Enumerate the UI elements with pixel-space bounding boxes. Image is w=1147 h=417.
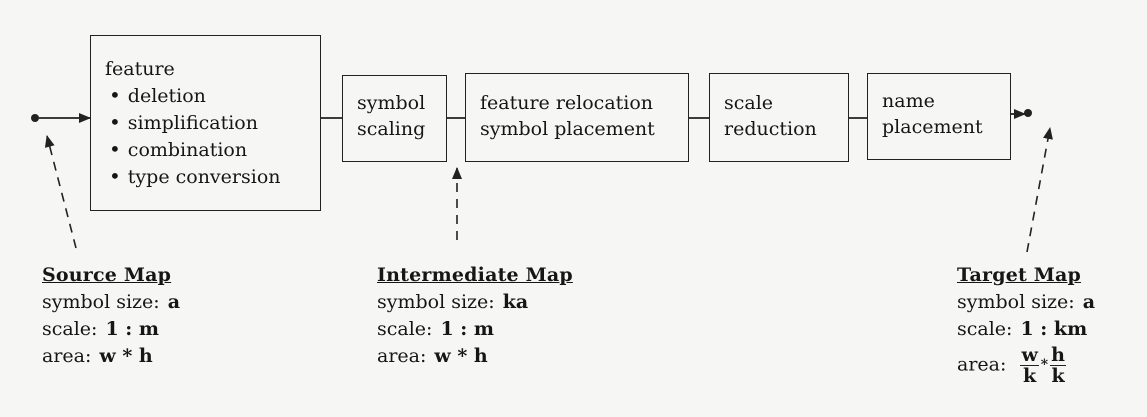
step-feature-box: feature deletion simplification combinat… bbox=[90, 35, 321, 211]
intermediate-symbol-size-row: symbol size: ka bbox=[377, 289, 573, 316]
list-item: type conversion bbox=[105, 163, 306, 190]
value: w * h bbox=[99, 345, 153, 367]
list-item: combination bbox=[105, 136, 306, 163]
fraction-numerator: h bbox=[1050, 344, 1066, 366]
label: scale: bbox=[42, 318, 98, 340]
step-line: name bbox=[882, 90, 935, 112]
fraction-numerator: w bbox=[1020, 344, 1039, 366]
area-width-fraction: w k bbox=[1020, 344, 1039, 387]
intermediate-scale-row: scale: 1 : m bbox=[377, 316, 573, 343]
value: w * h bbox=[434, 345, 488, 367]
target-map-title: Target Map bbox=[957, 264, 1082, 286]
step-line: placement bbox=[882, 116, 983, 138]
label: symbol size: bbox=[957, 291, 1075, 313]
target-map-info: Target Map symbol size: a scale: 1 : km ar… bbox=[957, 262, 1095, 386]
value: 1 : km bbox=[1020, 318, 1088, 340]
step-name-placement-box: name placement bbox=[867, 73, 1011, 160]
source-symbol-size-row: symbol size: a bbox=[42, 289, 180, 316]
label: area: bbox=[377, 345, 427, 367]
step-scale-reduction-box: scale reduction bbox=[709, 73, 849, 162]
start-node bbox=[31, 114, 39, 122]
step-relocation-placement-box: feature relocation symbol placement bbox=[465, 73, 689, 162]
step-line: reduction bbox=[724, 118, 817, 140]
step-line: symbol placement bbox=[480, 118, 655, 140]
fraction-denominator: k bbox=[1023, 365, 1037, 387]
label: area: bbox=[42, 345, 92, 367]
step-line: symbol bbox=[357, 92, 426, 114]
value: 1 : m bbox=[440, 318, 495, 340]
label: area: bbox=[957, 353, 1007, 376]
list-item: deletion bbox=[105, 82, 306, 109]
target-pointer bbox=[1026, 127, 1053, 253]
value: ka bbox=[502, 291, 529, 313]
target-area-row: area: w k * h k bbox=[957, 345, 1095, 386]
intermediate-area-row: area: w * h bbox=[377, 343, 573, 370]
feature-operations-list: deletion simplification combination type… bbox=[105, 82, 306, 190]
list-item: simplification bbox=[105, 109, 306, 136]
step-line: scaling bbox=[357, 118, 426, 140]
target-symbol-size-row: symbol size: a bbox=[957, 289, 1095, 316]
label: scale: bbox=[377, 318, 433, 340]
label: scale: bbox=[957, 318, 1013, 340]
end-node bbox=[1024, 109, 1032, 117]
intermediate-map-info: Intermediate Map symbol size: ka scale: 1 … bbox=[377, 262, 573, 370]
label: symbol size: bbox=[377, 291, 495, 313]
step-symbol-scaling-box: symbol scaling bbox=[342, 75, 447, 162]
label: symbol size: bbox=[42, 291, 160, 313]
step-line: scale bbox=[724, 92, 774, 114]
value: a bbox=[1082, 291, 1096, 313]
source-map-title: Source Map bbox=[42, 264, 172, 286]
multiply-operator: * bbox=[1040, 357, 1049, 373]
source-map-info: Source Map symbol size: a scale: 1 : m are… bbox=[42, 262, 180, 370]
source-scale-row: scale: 1 : m bbox=[42, 316, 180, 343]
area-height-fraction: h k bbox=[1050, 345, 1066, 386]
value: a bbox=[167, 291, 181, 313]
fraction-denominator: k bbox=[1051, 365, 1065, 387]
step-feature-title: feature bbox=[105, 58, 175, 80]
source-pointer bbox=[44, 135, 77, 249]
intermediate-map-title: Intermediate Map bbox=[377, 264, 573, 286]
step-line: feature relocation bbox=[480, 92, 654, 114]
value: 1 : m bbox=[105, 318, 160, 340]
source-area-row: area: w * h bbox=[42, 343, 180, 370]
target-scale-row: scale: 1 : km bbox=[957, 316, 1095, 343]
